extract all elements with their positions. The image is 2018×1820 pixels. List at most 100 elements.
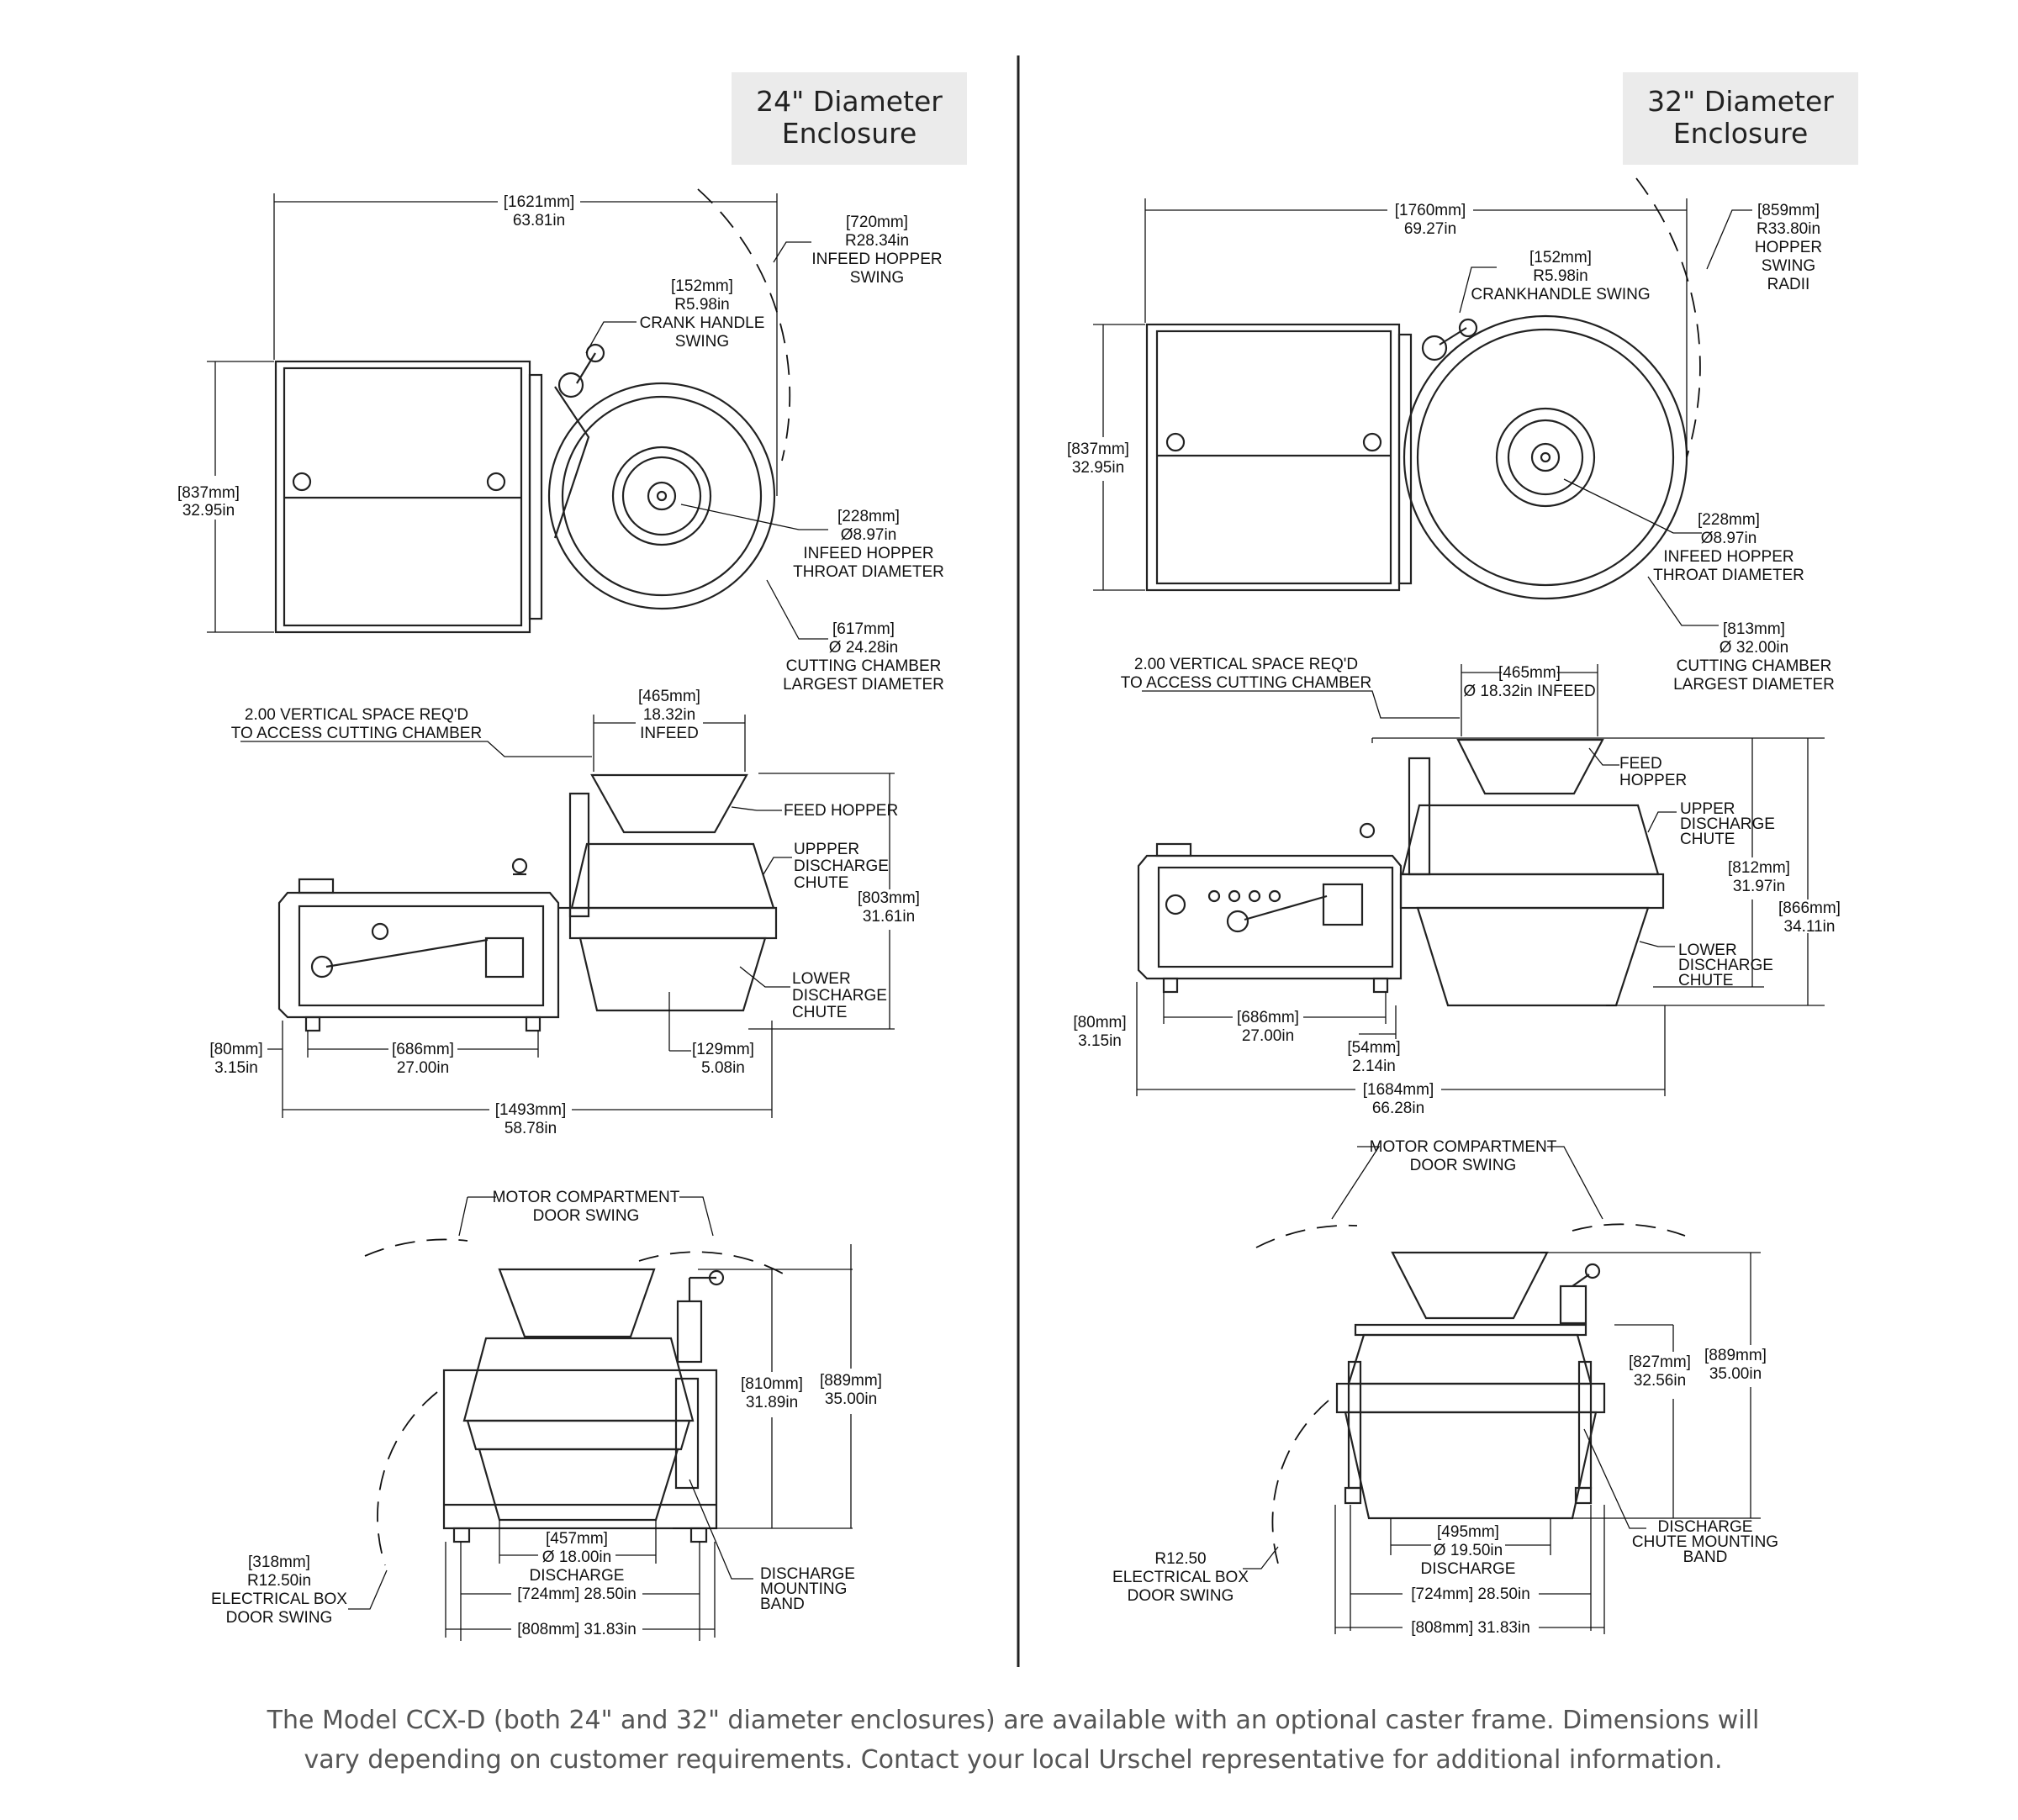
dim-text: DISCHARGE	[792, 987, 887, 1005]
dim-text: CUTTING CHAMBER	[786, 657, 942, 675]
dim-text: 31.97in	[1733, 878, 1785, 895]
dim-text: 27.00in	[1242, 1027, 1294, 1045]
dim-text: THROAT DIAMETER	[1653, 567, 1804, 584]
dim-text: DOOR SWING	[1410, 1157, 1517, 1174]
right-front-labels: MOTOR COMPARTMENT DOOR SWING [827mm] 32.…	[1112, 1138, 1778, 1637]
dim-text: CUTTING CHAMBER	[1677, 657, 1832, 675]
dim-text: R12.50in	[247, 1572, 311, 1590]
dim-text: [80mm]	[1073, 1014, 1126, 1031]
dim-text: 66.28in	[1372, 1100, 1424, 1117]
dim-text: [617mm]	[832, 620, 895, 638]
left-elec-door-arc	[377, 1391, 438, 1566]
left-front-view	[348, 1196, 853, 1641]
dim-text: [808mm] 31.83in	[1411, 1619, 1530, 1637]
left-hopper-swing-arc	[697, 188, 791, 462]
dim-text: [228mm]	[1698, 511, 1760, 529]
dim-text: [686mm]	[392, 1041, 454, 1058]
dim-text: CHUTE MOUNTING	[1632, 1533, 1778, 1551]
left-title-line-1: 24" Diameter	[756, 85, 943, 118]
dim-text: CHUTE	[794, 874, 848, 892]
dim-text: Ø 18.00in	[542, 1548, 611, 1566]
dim-text: [889mm]	[1704, 1347, 1767, 1364]
dim-text: [1760mm]	[1395, 202, 1466, 219]
dim-text: DISCHARGE	[1658, 1518, 1753, 1536]
dim-text: Ø 24.28in	[829, 639, 898, 657]
dim-text: LARGEST DIAMETER	[1673, 676, 1835, 694]
dim-text: SWING	[1762, 257, 1815, 275]
dim-text: 2.00 VERTICAL SPACE REQ'D	[245, 706, 468, 724]
dim-text: Ø8.97in	[841, 526, 897, 544]
right-elec-door-arc	[1271, 1400, 1329, 1564]
dim-text: [724mm] 28.50in	[1411, 1585, 1530, 1603]
right-top-view	[1093, 177, 1752, 626]
dim-text: [810mm]	[741, 1375, 803, 1393]
dim-text: FEED	[1619, 755, 1662, 773]
dim-text: DISCHARGE	[1680, 815, 1775, 833]
dim-text: 3.15in	[214, 1059, 258, 1077]
dim-text: 32.95in	[182, 502, 235, 520]
dim-text: 34.11in	[1784, 918, 1836, 936]
footnote-line-1: The Model CCX-D (both 24" and 32" diamet…	[267, 1706, 1760, 1735]
left-side-view	[240, 715, 895, 1118]
dim-text: 18.32in	[643, 706, 695, 724]
left-motor-door-arc	[364, 1238, 468, 1257]
right-front-hopper	[1391, 1251, 1549, 1320]
right-enclosure-title: 32" Diameter Enclosure	[1623, 72, 1858, 165]
dim-text: [457mm]	[546, 1530, 608, 1548]
dim-text: [465mm]	[638, 688, 700, 705]
dim-text: LOWER	[1678, 942, 1737, 959]
left-top-chamber	[547, 382, 776, 610]
dim-text: [866mm]	[1778, 899, 1841, 917]
dim-text: CRANK HANDLE	[640, 314, 765, 332]
dim-text: DISCHARGE	[530, 1567, 625, 1585]
dim-text: [813mm]	[1723, 620, 1785, 638]
dim-text: SWING	[850, 269, 904, 287]
dim-text: 32.56in	[1634, 1372, 1686, 1390]
dim-text: Ø 19.50in	[1434, 1542, 1503, 1559]
dim-text: [803mm]	[858, 889, 920, 907]
dim-text: [1684mm]	[1363, 1081, 1434, 1099]
dim-text: Ø8.97in	[1701, 530, 1757, 547]
right-top-cabinet	[1145, 323, 1401, 592]
right-hopper-swing-arc	[1635, 177, 1701, 458]
dim-text: MOTOR COMPARTMENT	[1370, 1138, 1557, 1156]
left-control-box	[277, 891, 560, 1019]
dim-text: R5.98in	[674, 296, 730, 314]
right-top-labels: [1760mm] 69.27in [837mm] 32.95in [859mm]…	[1067, 202, 1835, 694]
dim-text: MOTOR COMPARTMENT	[493, 1189, 680, 1206]
dim-text: [724mm] 28.50in	[517, 1585, 637, 1603]
left-side-labels: 2.00 VERTICAL SPACE REQ'D TO ACCESS CUTT…	[209, 688, 920, 1137]
right-title-line-1: 32" Diameter	[1647, 85, 1834, 118]
dim-text: R33.80in	[1757, 220, 1820, 238]
dim-text: DISCHARGE	[760, 1565, 855, 1583]
dim-text: INFEED HOPPER	[1663, 548, 1793, 566]
dim-text: [228mm]	[837, 508, 900, 525]
dim-text: 35.00in	[825, 1390, 877, 1408]
dim-text: [808mm] 31.83in	[517, 1621, 637, 1638]
dim-text: FEED HOPPER	[784, 802, 898, 820]
dim-text: [889mm]	[820, 1372, 882, 1390]
dim-text: MOUNTING	[760, 1580, 847, 1598]
dim-text: R5.98in	[1533, 267, 1588, 285]
footnote-line-2: vary depending on customer requirements.…	[304, 1745, 1723, 1775]
dim-text: CRANKHANDLE SWING	[1471, 286, 1650, 303]
dim-text: HOPPER	[1619, 772, 1687, 789]
dim-text: [465mm]	[1498, 664, 1561, 682]
right-top-chamber	[1403, 314, 1688, 600]
left-top-view	[207, 188, 828, 640]
right-side-labels: 2.00 VERTICAL SPACE REQ'D TO ACCESS CUTT…	[1073, 656, 1841, 1117]
dim-text: UPPPER	[794, 841, 859, 858]
dim-text: [837mm]	[177, 484, 240, 502]
right-title-line-2: Enclosure	[1672, 117, 1809, 150]
left-top-labels: [1621mm] 63.81in [837mm] 32.95in [720mm]…	[177, 193, 944, 694]
dim-text: DISCHARGE	[1678, 957, 1773, 974]
dim-text: Ø 32.00in	[1720, 639, 1788, 657]
right-side-view	[1136, 664, 1825, 1096]
dim-text: DISCHARGE	[794, 857, 889, 875]
dim-text: [859mm]	[1757, 202, 1820, 219]
dim-text: BAND	[1683, 1548, 1728, 1566]
dim-text: 31.61in	[863, 908, 915, 926]
dim-text: BAND	[760, 1596, 805, 1613]
dim-text: DOOR SWING	[533, 1207, 640, 1225]
